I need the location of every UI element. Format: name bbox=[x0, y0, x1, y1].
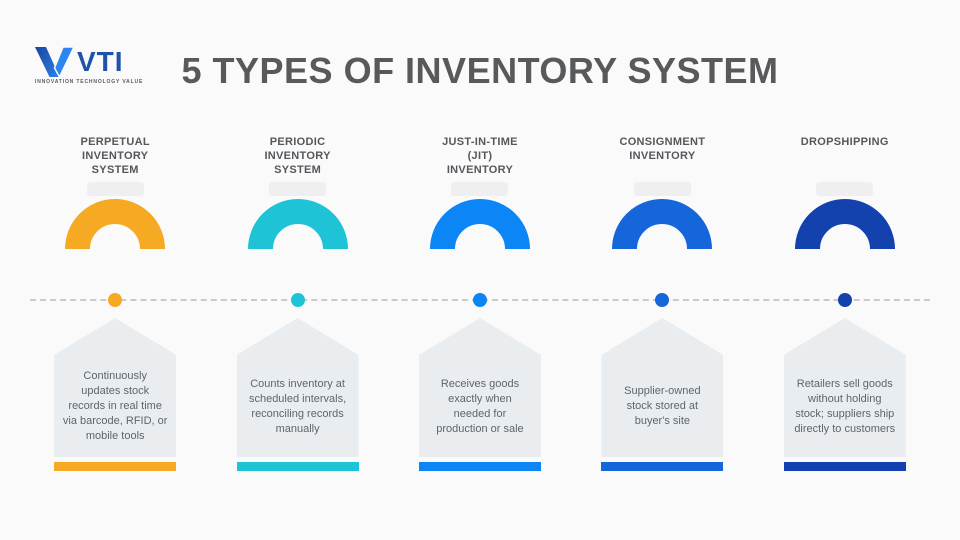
arc-backplate bbox=[269, 182, 327, 196]
accent-bar bbox=[236, 462, 359, 471]
column-heading: PERIODIC INVENTORY SYSTEM bbox=[264, 136, 331, 176]
gauge-arc bbox=[612, 199, 713, 249]
page-title: 5 TYPES OF INVENTORY SYSTEM bbox=[181, 50, 779, 91]
gauge-arc-ring bbox=[794, 199, 895, 249]
column-dropshipping: DROPSHIPPING Retailers sell goods withou… bbox=[754, 135, 936, 471]
logo-tagline: INNOVATION TECHNOLOGY VALUE bbox=[35, 79, 144, 85]
logo: VTI INNOVATION TECHNOLOGY VALUE bbox=[35, 46, 145, 85]
column-just-in-time: JUST-IN-TIME (JIT) INVENTORY Receives go… bbox=[389, 135, 571, 471]
accent-bar bbox=[783, 462, 906, 471]
card-text: Continuously updates stock records in re… bbox=[62, 370, 168, 442]
description-card: Receives goods exactly when needed for p… bbox=[418, 318, 541, 457]
card-text: Receives goods exactly when needed for p… bbox=[436, 377, 524, 435]
gauge-arc bbox=[247, 199, 348, 249]
arc-backplate bbox=[86, 182, 144, 196]
column-consignment-inventory: CONSIGNMENT INVENTORY Supplier-owned sto… bbox=[571, 135, 753, 471]
gauge-arc bbox=[429, 199, 530, 249]
column-periodic-inventory: PERIODIC INVENTORY SYSTEM Counts invento… bbox=[206, 135, 388, 471]
description-card: Supplier-owned stock stored at buyer's s… bbox=[601, 318, 724, 457]
column-heading: JUST-IN-TIME (JIT) INVENTORY bbox=[442, 136, 518, 176]
accent-bar bbox=[418, 462, 541, 471]
logo-text: VTI bbox=[77, 46, 124, 77]
arc-backplate bbox=[633, 182, 691, 196]
arc-backplate bbox=[451, 182, 509, 196]
timeline-dot bbox=[290, 293, 305, 307]
card-text: Supplier-owned stock stored at buyer's s… bbox=[624, 385, 701, 427]
description-card: Retailers sell goods without holding sto… bbox=[783, 318, 906, 457]
arc-backplate bbox=[816, 182, 874, 196]
gauge-arc-ring bbox=[612, 199, 713, 249]
column-perpetual-inventory: PERPETUAL INVENTORY SYSTEM Continuously … bbox=[24, 135, 206, 471]
column-heading: CONSIGNMENT INVENTORY bbox=[619, 136, 706, 162]
gauge-arc-ring bbox=[247, 199, 348, 249]
accent-bar bbox=[601, 462, 724, 471]
timeline-dot bbox=[472, 293, 487, 307]
gauge-arc-ring bbox=[429, 199, 530, 249]
description-card: Continuously updates stock records in re… bbox=[54, 318, 177, 457]
card-text: Counts inventory at scheduled intervals,… bbox=[248, 377, 347, 435]
card-text: Retailers sell goods without holding sto… bbox=[794, 377, 896, 435]
column-heading: DROPSHIPPING bbox=[800, 136, 889, 148]
timeline-dot bbox=[108, 293, 123, 307]
vti-logo-icon bbox=[35, 46, 75, 78]
columns-row: PERPETUAL INVENTORY SYSTEM Continuously … bbox=[24, 135, 936, 471]
gauge-arc bbox=[65, 199, 166, 249]
description-card: Counts inventory at scheduled intervals,… bbox=[236, 318, 359, 457]
timeline-dot bbox=[837, 293, 852, 307]
accent-bar bbox=[54, 462, 177, 471]
gauge-arc-ring bbox=[65, 199, 166, 249]
timeline-dot bbox=[655, 293, 670, 307]
column-heading: PERPETUAL INVENTORY SYSTEM bbox=[80, 136, 150, 176]
gauge-arc bbox=[794, 199, 895, 249]
